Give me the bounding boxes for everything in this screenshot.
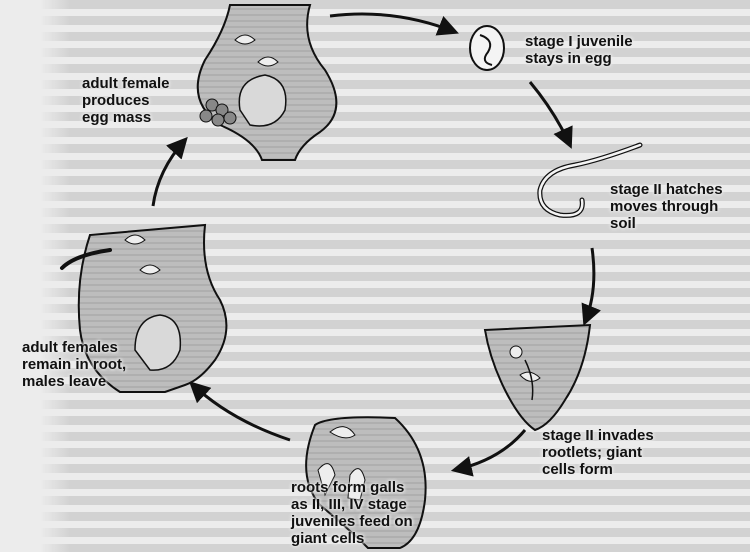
- arrow-eggmass-to-stage1: [330, 14, 455, 32]
- root-tip-invaded-illustration: [485, 325, 590, 430]
- label-stage2-invades: stage II invades rootlets; giant cells f…: [542, 427, 654, 478]
- arrow-invade-to-galls: [455, 430, 525, 470]
- arrow-adults-to-eggmass: [153, 140, 185, 206]
- label-stage1: stage I juvenile stays in egg: [525, 33, 633, 67]
- label-stage2-hatches: stage II hatches moves through soil: [610, 181, 723, 232]
- arrow-galls-to-adults: [192, 384, 290, 440]
- arrow-stage2-to-invade: [585, 248, 594, 322]
- label-egg-mass: adult female produces egg mass: [82, 75, 170, 126]
- root-egg-mass-illustration: [198, 5, 337, 160]
- label-galls: roots form galls as II, III, IV stage ju…: [291, 479, 413, 547]
- egg-illustration: [470, 26, 504, 70]
- arrow-stage1-to-stage2: [530, 82, 570, 145]
- label-adults-remain: adult females remain in root, males leav…: [22, 339, 126, 390]
